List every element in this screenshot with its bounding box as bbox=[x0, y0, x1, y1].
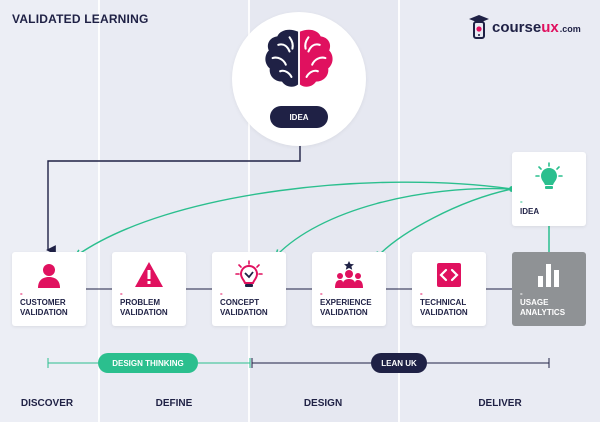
brand-logo[interactable]: courseux .com bbox=[468, 14, 581, 40]
feedback-arrow-experience bbox=[376, 188, 513, 258]
card-label: USAGE ANALYTICS bbox=[520, 298, 566, 317]
column-discover-bg bbox=[0, 0, 99, 422]
column-define-bg bbox=[99, 0, 249, 422]
card-dash: - bbox=[420, 289, 423, 298]
design-thinking-pill[interactable]: DESIGN THINKING bbox=[98, 353, 198, 373]
feedback-arrow-concept bbox=[276, 187, 513, 256]
feedback-arrow-customer bbox=[76, 181, 513, 256]
card-dash: - bbox=[220, 289, 223, 298]
column-separator bbox=[398, 0, 400, 422]
code-icon bbox=[437, 263, 461, 287]
phase-design: DESIGN bbox=[303, 398, 343, 409]
brand-name: courseux bbox=[492, 18, 559, 36]
idea-card-dash: - bbox=[520, 197, 523, 206]
idea-to-customer-arrow bbox=[46, 136, 301, 255]
card-label: CONCEPT VALIDATION bbox=[220, 298, 268, 317]
phase-discover: DISCOVER bbox=[20, 398, 74, 409]
lightbulb-icon bbox=[535, 162, 563, 189]
card-label: CUSTOMER VALIDATION bbox=[20, 298, 68, 317]
brand-domain: .com bbox=[559, 23, 581, 34]
lightbulb-icon bbox=[235, 260, 263, 287]
card-dash: - bbox=[320, 289, 323, 298]
idea-card-label: IDEA bbox=[520, 207, 540, 216]
usage-analytics-card[interactable]: - USAGE ANALYTICS bbox=[512, 252, 586, 326]
experience-validation-card[interactable]: - EXPERIENCE VALIDATION bbox=[312, 252, 386, 326]
card-label: TECHNICAL VALIDATION bbox=[420, 298, 468, 317]
user-icon bbox=[38, 264, 60, 288]
group-icon bbox=[335, 261, 363, 288]
warning-icon bbox=[135, 262, 163, 287]
problem-validation-card[interactable]: - PROBLEM VALIDATION bbox=[112, 252, 186, 326]
idea-card[interactable]: - IDEA bbox=[512, 152, 586, 226]
graduation-phone-icon bbox=[469, 15, 489, 39]
bar-chart-icon bbox=[538, 264, 559, 287]
lean-ux-pill[interactable]: LEAN UK bbox=[371, 353, 427, 373]
phase-define: DEFINE bbox=[155, 398, 193, 409]
column-separator bbox=[248, 0, 250, 422]
phase-deliver: DELIVER bbox=[478, 398, 522, 409]
card-label: PROBLEM VALIDATION bbox=[120, 298, 168, 317]
card-dash: - bbox=[520, 289, 523, 298]
customer-validation-card[interactable]: - CUSTOMER VALIDATION bbox=[12, 252, 86, 326]
card-dash: - bbox=[20, 289, 23, 298]
card-label: EXPERIENCE VALIDATION bbox=[320, 298, 372, 317]
brain-icon bbox=[265, 29, 333, 87]
column-separator bbox=[98, 0, 100, 422]
technical-validation-card[interactable]: - TECHNICAL VALIDATION bbox=[412, 252, 486, 326]
card-dash: - bbox=[120, 289, 123, 298]
diagram-title: VALIDATED LEARNING bbox=[12, 12, 149, 26]
concept-validation-card[interactable]: - CONCEPT VALIDATION bbox=[212, 252, 286, 326]
idea-pill[interactable]: IDEA bbox=[270, 106, 328, 128]
